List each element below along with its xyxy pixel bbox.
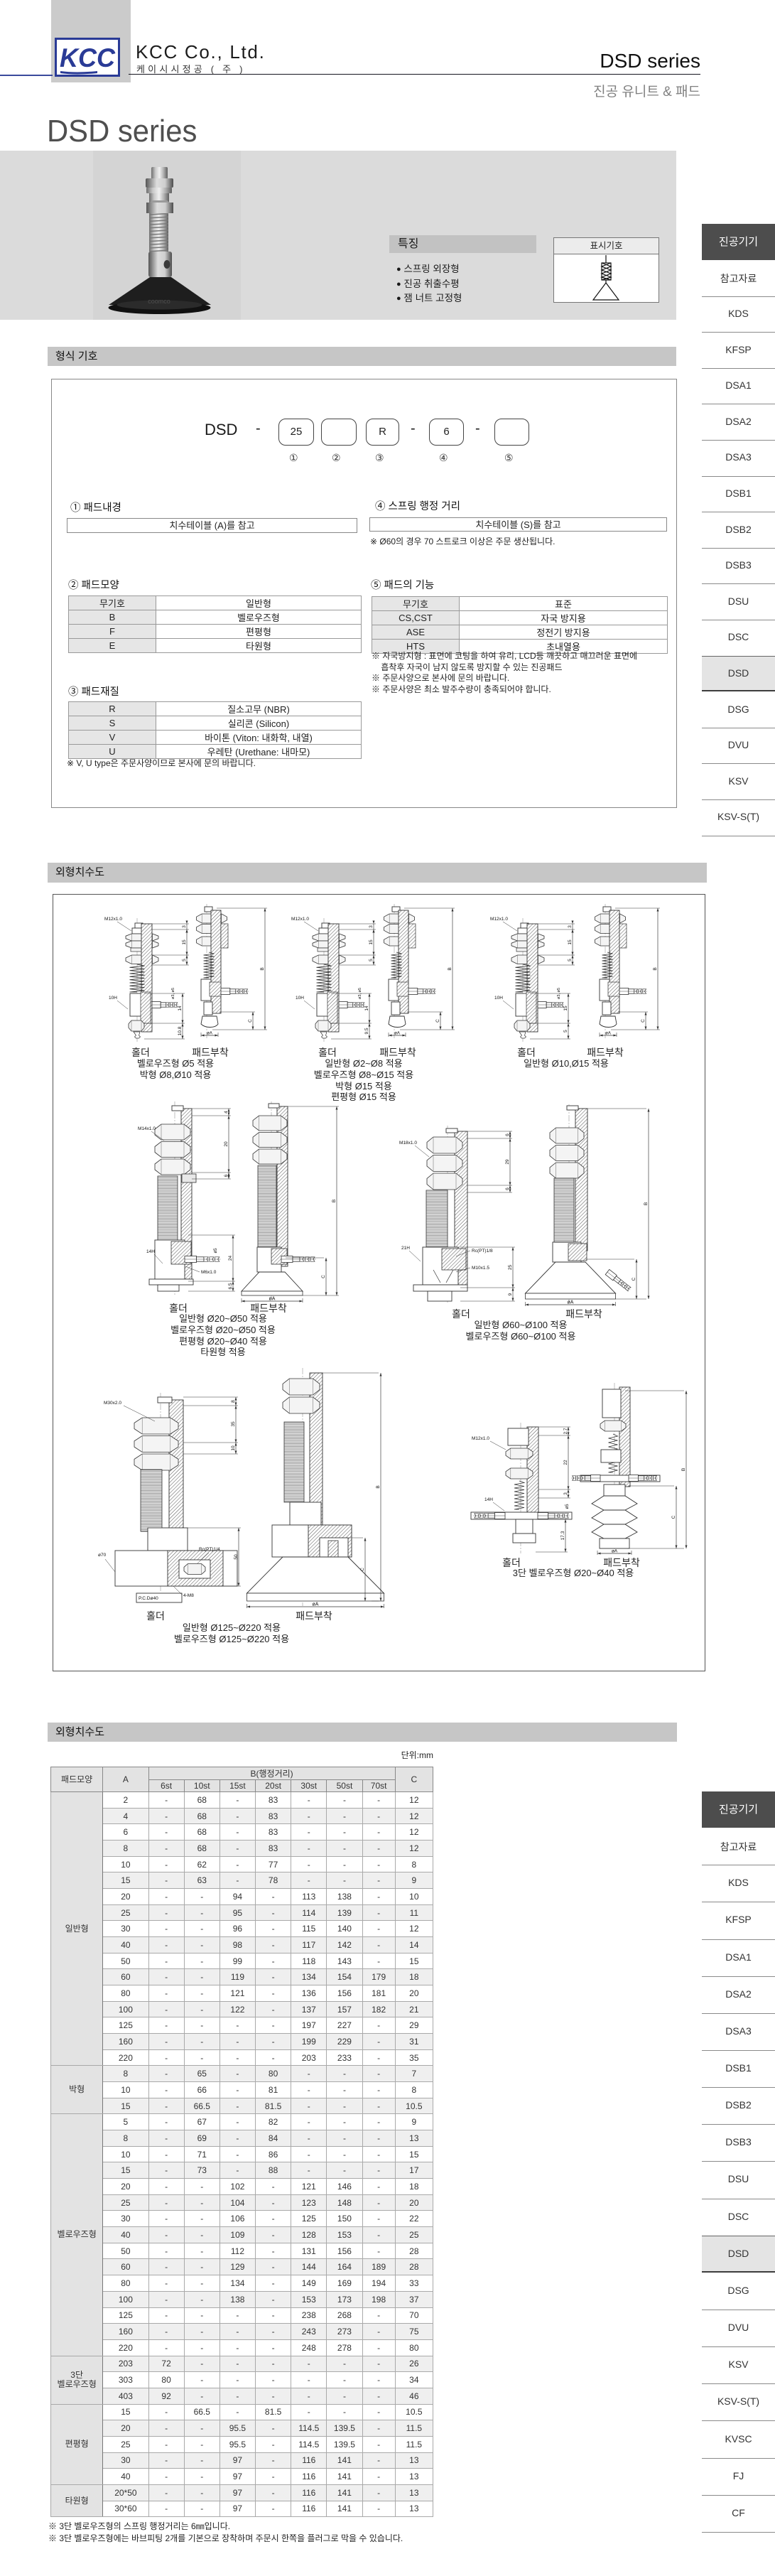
svg-text:22: 22 [563,1460,568,1465]
svg-text:C: C [671,1515,676,1519]
svg-text:15: 15 [568,939,573,945]
svg-text:ø3, ø5: ø3, ø5 [557,988,561,999]
svg-text:8: 8 [231,1400,236,1403]
svg-text:5: 5 [568,959,573,961]
svg-text:25: 25 [508,1265,513,1271]
svg-text:M14x1.0: M14x1.0 [138,1126,156,1131]
svg-text:coomco: coomco [148,298,170,305]
svg-text:50: 50 [234,1554,239,1560]
svg-text:15: 15 [563,1006,568,1011]
svg-text:C: C [248,1019,253,1023]
svg-text:M12x1.0: M12x1.0 [104,917,122,922]
svg-text:øA: øA [313,1602,319,1607]
svg-text:10: 10 [231,1445,236,1451]
svg-text:B: B [681,1468,686,1471]
svg-text:14H: 14H [146,1249,155,1254]
svg-text:14: 14 [178,1006,183,1011]
svg-text:C: C [632,1277,636,1281]
svg-text:3: 3 [563,1492,568,1495]
svg-text:3: 3 [369,925,374,928]
svg-text:øA: øA [568,1300,574,1305]
svg-text:P.C.Dø40: P.C.Dø40 [139,1596,158,1601]
svg-text:øA: øA [207,1032,212,1036]
svg-text:ø70: ø70 [98,1553,107,1558]
svg-text:M30x2.0: M30x2.0 [104,1401,121,1406]
svg-text:9.5: 9.5 [364,1028,369,1034]
svg-text:6.5: 6.5 [228,1283,233,1289]
svg-text:C: C [641,1019,646,1023]
svg-text:9: 9 [508,1293,513,1295]
svg-text:ø5: ø5 [214,1248,218,1254]
svg-text:5: 5 [369,959,374,961]
svg-text:4-M8: 4-M8 [183,1593,194,1598]
svg-text:21H: 21H [401,1246,410,1251]
svg-text:15: 15 [369,939,374,945]
svg-text:M12x1.0: M12x1.0 [490,917,508,922]
svg-text:C: C [435,1019,440,1023]
svg-text:C: C [321,1275,326,1278]
svg-text:10H: 10H [296,996,304,1001]
svg-text:6: 6 [224,1174,229,1177]
svg-text:M18x1.0: M18x1.0 [399,1141,417,1146]
svg-text:20: 20 [224,1141,229,1147]
svg-text:24: 24 [228,1256,233,1261]
svg-text:Rc(PT)1/4: Rc(PT)1/4 [199,1547,220,1552]
svg-text:10H: 10H [109,996,117,1001]
svg-text:14: 14 [364,1006,369,1011]
svg-text:B: B [653,967,658,970]
svg-text:C: C [360,1568,365,1571]
svg-text:5: 5 [182,959,187,961]
svg-text:M6x1.0: M6x1.0 [201,1270,217,1275]
svg-text:M12x1.0: M12x1.0 [291,917,309,922]
svg-text:øA: øA [394,1032,400,1036]
svg-text:B: B [644,1202,649,1205]
svg-text:35: 35 [231,1421,236,1427]
svg-text:15: 15 [182,939,187,945]
svg-text:ø5: ø5 [565,1504,570,1509]
svg-text:øA: øA [605,1032,611,1036]
svg-text:4: 4 [224,1111,229,1114]
svg-text:KCC: KCC [60,43,116,72]
svg-text:6: 6 [505,1133,510,1136]
svg-text:3: 3 [182,925,187,928]
svg-text:17.3: 17.3 [560,1531,565,1540]
svg-text:5: 5 [563,1030,568,1033]
svg-text:3: 3 [568,925,573,928]
svg-text:6: 6 [505,1187,510,1190]
svg-text:øA: øA [269,1297,276,1302]
svg-text:B: B [376,1485,381,1488]
svg-text:B: B [448,967,452,970]
svg-text:10H: 10H [494,996,503,1001]
svg-text:Rc(PT)1/8: Rc(PT)1/8 [472,1249,493,1254]
svg-text:øA: øA [612,1549,618,1554]
svg-text:M12x1.0: M12x1.0 [472,1436,489,1441]
svg-text:M10x1.5: M10x1.5 [472,1266,489,1271]
svg-text:10.8: 10.8 [178,1026,183,1035]
svg-text:B: B [260,967,265,970]
svg-text:ø3, ø5: ø3, ø5 [171,988,175,999]
svg-text:29: 29 [505,1159,510,1165]
svg-text:2.7: 2.7 [563,1428,568,1434]
svg-text:ø3, ø5: ø3, ø5 [358,988,362,999]
svg-text:14H: 14H [484,1497,493,1502]
svg-text:B: B [332,1200,337,1202]
